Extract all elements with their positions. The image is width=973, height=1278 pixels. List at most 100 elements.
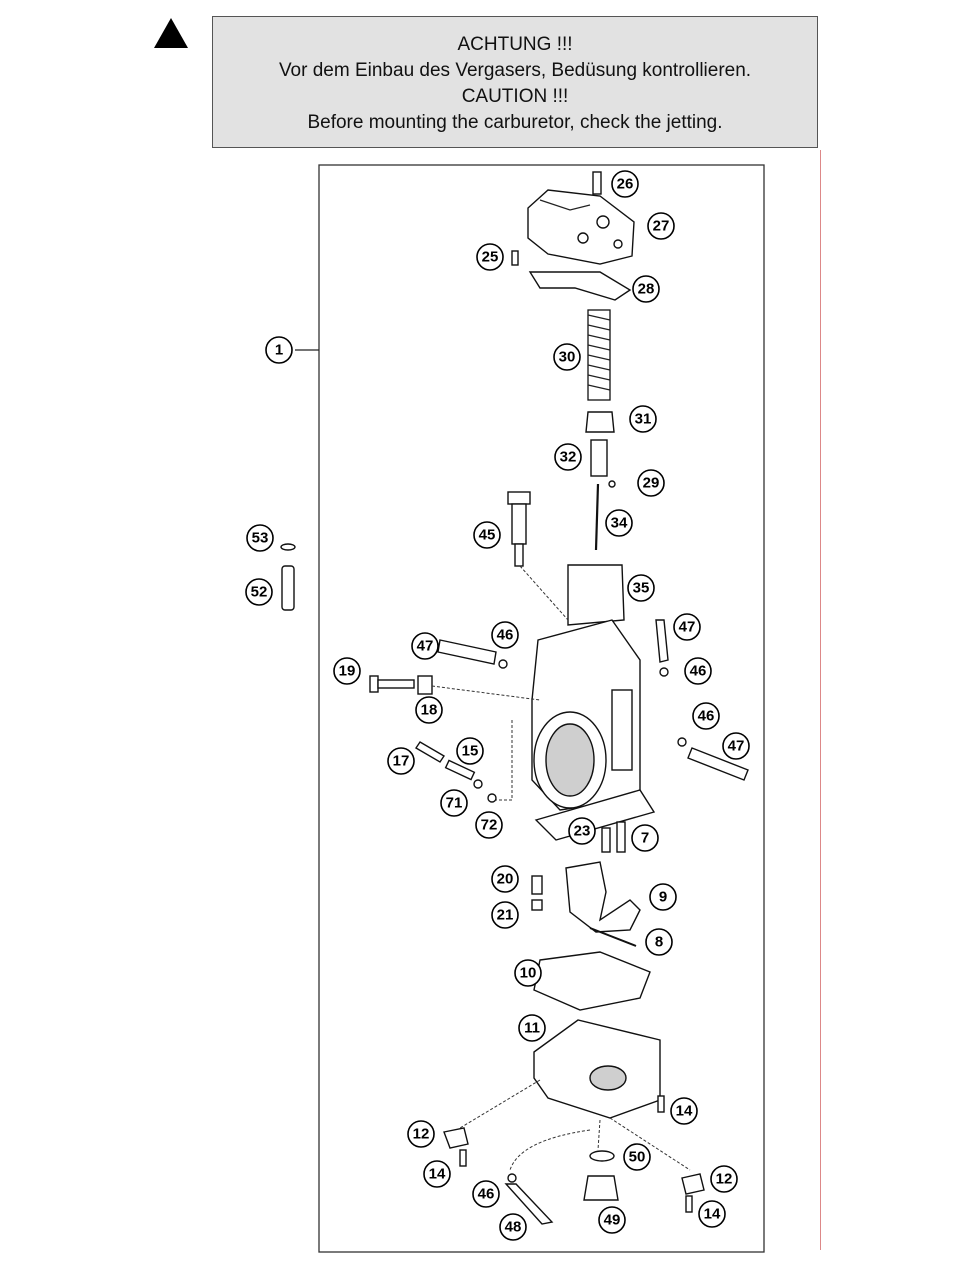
callout-21: 21 bbox=[491, 901, 519, 929]
page-edge-line bbox=[820, 150, 821, 1250]
callout-28: 28 bbox=[632, 275, 660, 303]
callout-12-right: 12 bbox=[710, 1165, 738, 1193]
svg-text:29: 29 bbox=[643, 475, 660, 492]
part-spring-30 bbox=[587, 309, 611, 401]
svg-text:49: 49 bbox=[604, 1212, 621, 1229]
leader-18 bbox=[431, 685, 541, 701]
svg-text:10: 10 bbox=[520, 965, 537, 982]
part-washer-71 bbox=[473, 779, 483, 789]
assembly-frame bbox=[318, 164, 765, 1253]
part-jet-7 bbox=[616, 821, 626, 853]
warning-triangle-icon bbox=[154, 18, 188, 48]
callout-53: 53 bbox=[246, 524, 274, 552]
part-float-bowl-11 bbox=[533, 1019, 661, 1119]
svg-text:71: 71 bbox=[446, 795, 463, 812]
part-sleeve-52 bbox=[281, 565, 295, 611]
callout-50: 50 bbox=[623, 1143, 651, 1171]
callout-14-left: 14 bbox=[423, 1160, 451, 1188]
callout-46-right-upper: 46 bbox=[684, 657, 712, 685]
svg-text:15: 15 bbox=[462, 743, 479, 760]
svg-text:47: 47 bbox=[417, 638, 434, 655]
part-carb-body bbox=[531, 619, 656, 841]
svg-text:26: 26 bbox=[617, 176, 634, 193]
part-gasket-28 bbox=[528, 271, 632, 301]
callout-9: 9 bbox=[649, 883, 677, 911]
callout-46-bottom: 46 bbox=[472, 1180, 500, 1208]
svg-text:9: 9 bbox=[659, 889, 667, 906]
callout-1: 1 bbox=[265, 336, 293, 364]
part-clip-29 bbox=[608, 480, 616, 488]
callout-19: 19 bbox=[333, 657, 361, 685]
callout-35: 35 bbox=[627, 574, 655, 602]
callout-10: 10 bbox=[514, 959, 542, 987]
part-hose-48 bbox=[504, 1183, 554, 1225]
part-oring-53 bbox=[280, 543, 296, 551]
svg-text:17: 17 bbox=[393, 753, 410, 770]
callout-34: 34 bbox=[605, 509, 633, 537]
part-spring-15 bbox=[444, 759, 476, 781]
svg-text:34: 34 bbox=[611, 515, 628, 532]
part-bracket-12-left bbox=[443, 1127, 469, 1149]
callout-47-right-lower: 47 bbox=[722, 732, 750, 760]
svg-text:46: 46 bbox=[698, 708, 715, 725]
svg-text:11: 11 bbox=[524, 1020, 540, 1037]
leader-45 bbox=[519, 565, 569, 621]
leader-hose bbox=[509, 1129, 591, 1171]
part-air-screw-17 bbox=[415, 741, 445, 763]
callout-72: 72 bbox=[475, 811, 503, 839]
part-bracket-12-right bbox=[681, 1173, 705, 1195]
leader-12-left bbox=[459, 1079, 541, 1129]
callout-47-left: 47 bbox=[411, 632, 439, 660]
part-clamp-46-right-lower bbox=[677, 737, 687, 747]
part-float-needle-20 bbox=[531, 875, 543, 895]
callout-11: 11 bbox=[518, 1014, 546, 1042]
leader-72 bbox=[496, 720, 513, 801]
callout-17: 17 bbox=[387, 747, 415, 775]
svg-text:52: 52 bbox=[251, 584, 268, 601]
caution-line-german-title: ACHTUNG !!! bbox=[457, 34, 573, 55]
part-needle-holder-32 bbox=[590, 439, 608, 477]
callout-47-right-upper: 47 bbox=[673, 613, 701, 641]
svg-text:18: 18 bbox=[421, 702, 438, 719]
svg-text:53: 53 bbox=[252, 530, 269, 547]
callout-71: 71 bbox=[440, 789, 468, 817]
part-oring-50 bbox=[589, 1150, 615, 1162]
svg-text:14: 14 bbox=[429, 1166, 446, 1183]
callout-29: 29 bbox=[637, 469, 665, 497]
part-oring-72 bbox=[487, 793, 497, 803]
svg-text:25: 25 bbox=[482, 249, 499, 266]
svg-text:7: 7 bbox=[641, 830, 649, 847]
callout-15: 15 bbox=[456, 737, 484, 765]
part-throttle-slide-35 bbox=[567, 564, 625, 626]
part-clamp-46-left bbox=[498, 659, 508, 669]
svg-text:14: 14 bbox=[676, 1103, 693, 1120]
callout-46-right-lower: 46 bbox=[692, 702, 720, 730]
svg-text:46: 46 bbox=[497, 627, 514, 644]
callout-18: 18 bbox=[415, 696, 443, 724]
part-tube-47-left bbox=[437, 639, 497, 665]
callout-14-right: 14 bbox=[670, 1097, 698, 1125]
part-screw-14-right bbox=[657, 1095, 665, 1113]
part-tube-47-right-lower bbox=[687, 747, 749, 781]
svg-text:72: 72 bbox=[481, 817, 498, 834]
svg-text:46: 46 bbox=[690, 663, 707, 680]
part-screw-14-left bbox=[459, 1149, 467, 1167]
part-spring-18 bbox=[417, 675, 433, 695]
caution-line-english-text: Before mounting the carburetor, check th… bbox=[307, 112, 723, 133]
callout-46-left: 46 bbox=[491, 621, 519, 649]
svg-text:27: 27 bbox=[653, 218, 670, 235]
callout-30: 30 bbox=[553, 343, 581, 371]
callout-27: 27 bbox=[647, 212, 675, 240]
svg-text:47: 47 bbox=[679, 619, 696, 636]
svg-text:12: 12 bbox=[413, 1126, 430, 1143]
callout-45: 45 bbox=[473, 521, 501, 549]
part-float-9 bbox=[565, 861, 641, 933]
callout-26: 26 bbox=[611, 170, 639, 198]
part-clamp-46-bottom bbox=[507, 1173, 517, 1183]
part-clamp-46-right-upper bbox=[659, 667, 669, 677]
part-drain-plug-49 bbox=[583, 1175, 619, 1201]
svg-text:30: 30 bbox=[559, 349, 576, 366]
callout-32: 32 bbox=[554, 443, 582, 471]
part-screw-25 bbox=[511, 250, 519, 266]
